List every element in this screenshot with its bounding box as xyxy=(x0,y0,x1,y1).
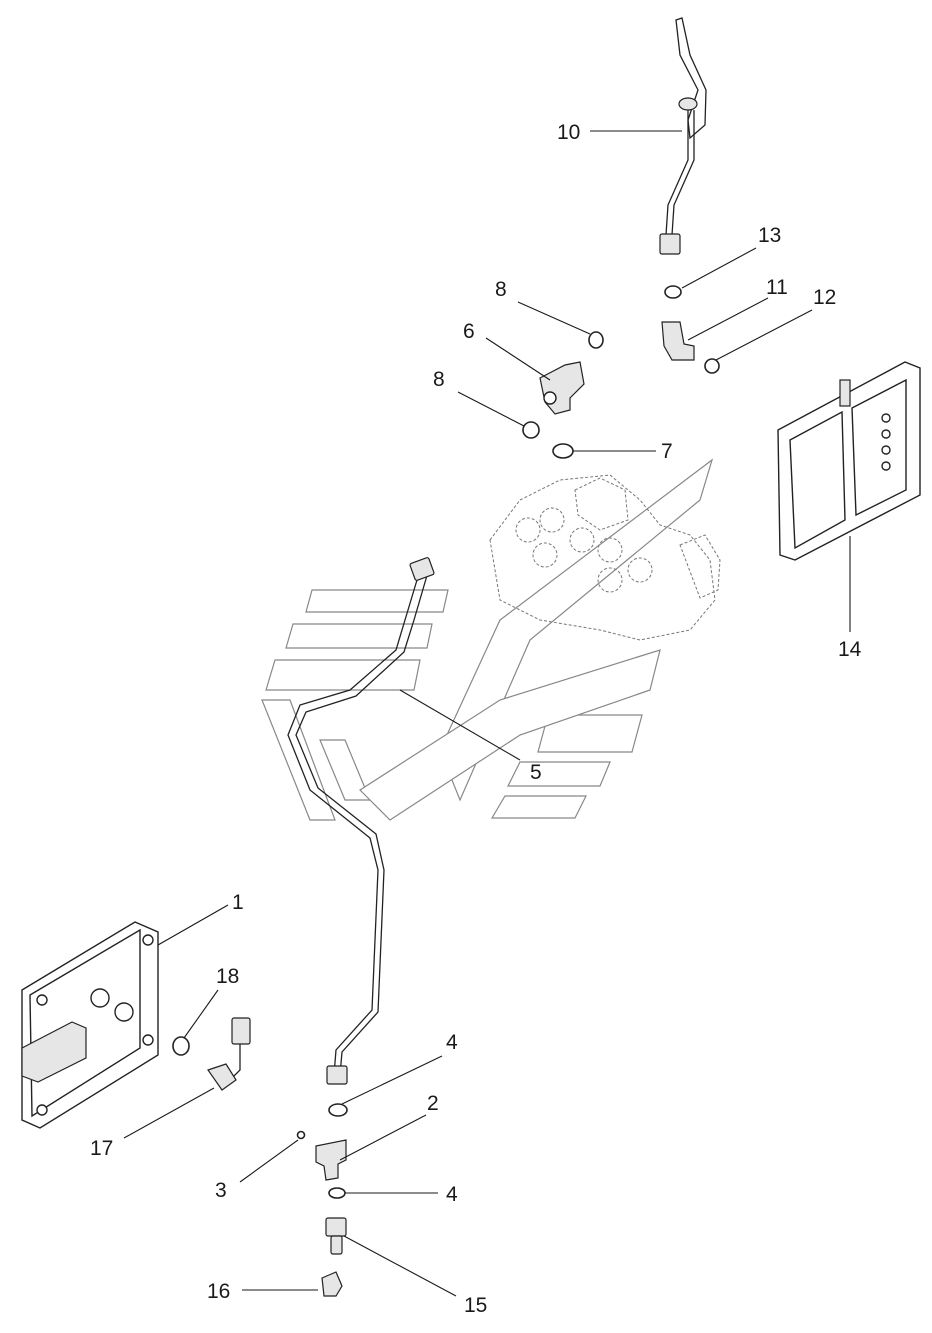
callout-14: 14 xyxy=(838,638,862,661)
part-6-tee-fitting xyxy=(539,361,585,415)
part-15-fitting xyxy=(325,1217,347,1255)
part-8-lower-o-ring xyxy=(522,421,540,439)
part-18-o-ring xyxy=(172,1036,190,1056)
part-10-tube xyxy=(659,17,707,255)
part-11-elbow-fitting xyxy=(661,321,695,361)
callout-12: 12 xyxy=(813,286,836,309)
part-5-pipe xyxy=(287,557,435,1085)
watermark-logo xyxy=(261,458,714,821)
callout-8-lower: 8 xyxy=(433,368,445,391)
callout-labels: 10 13 8 11 12 6 8 7 14 5 1 18 4 2 17 3 4… xyxy=(90,121,862,1317)
part-4-lower-o-ring xyxy=(328,1187,346,1199)
callout-15: 15 xyxy=(464,1294,487,1317)
callout-16: 16 xyxy=(207,1280,230,1303)
callout-11: 11 xyxy=(766,276,788,299)
part-17-sensor xyxy=(207,1017,251,1091)
part-16-cap xyxy=(321,1271,343,1297)
leader-lines xyxy=(123,130,851,1297)
part-2-tee-fitting xyxy=(315,1139,347,1181)
part-13-o-ring xyxy=(664,285,682,299)
callout-1: 1 xyxy=(232,891,244,914)
callout-10: 10 xyxy=(557,121,580,144)
part-4-upper-o-ring xyxy=(328,1103,348,1117)
callout-17: 17 xyxy=(90,1137,113,1160)
part-3-ball xyxy=(296,1130,306,1140)
callout-7: 7 xyxy=(661,440,673,463)
callout-8-upper: 8 xyxy=(495,278,507,301)
part-12-o-ring xyxy=(704,358,720,374)
part-14-cover-plate xyxy=(777,361,921,561)
callout-5: 5 xyxy=(530,761,542,784)
callout-6: 6 xyxy=(463,320,475,343)
control-valve-block xyxy=(489,474,721,641)
part-1-cover-housing xyxy=(21,921,159,1129)
callout-4-upper: 4 xyxy=(446,1031,458,1054)
callout-4-lower: 4 xyxy=(446,1183,458,1206)
part-7-o-ring xyxy=(552,443,574,459)
part-8-upper-o-ring xyxy=(588,331,604,349)
callout-3: 3 xyxy=(215,1179,227,1202)
callout-13: 13 xyxy=(758,224,781,247)
callout-18: 18 xyxy=(216,965,239,988)
callout-2: 2 xyxy=(427,1092,439,1115)
